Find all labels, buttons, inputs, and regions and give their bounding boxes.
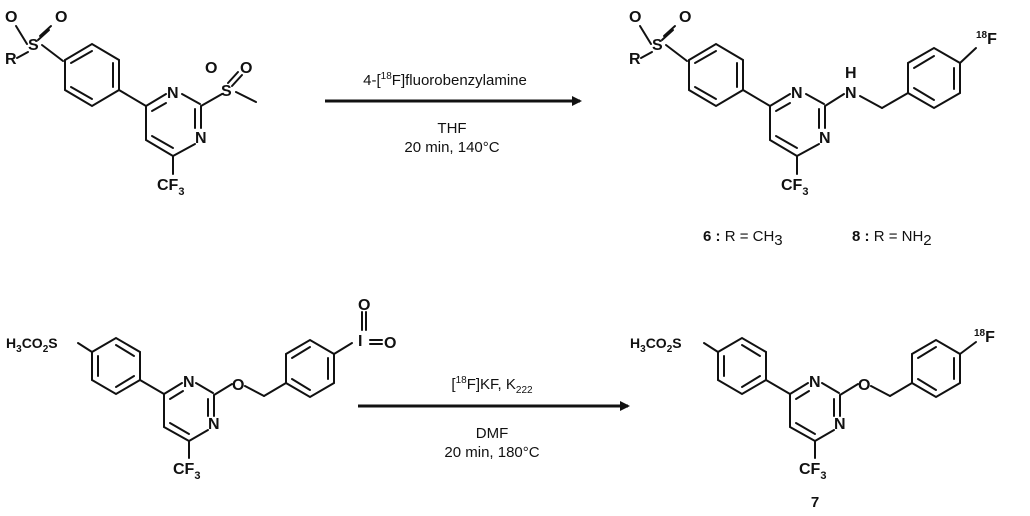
oxygen-label: O (679, 9, 691, 26)
conditions-label: 20 min, 140°C (404, 139, 499, 156)
ether-oxygen-label: O (232, 377, 244, 394)
compound-number: 6 (703, 228, 711, 245)
oxygen-label: O (55, 9, 67, 26)
oxygen-label: O (629, 9, 641, 26)
reactant-1-structure (15, 25, 257, 175)
oxygen-label: O (5, 9, 17, 26)
r-group-label: R (5, 51, 17, 68)
compound-8-label: 8 : R = NH2 (852, 228, 932, 249)
trifluoromethyl-label: CF3 (799, 461, 826, 482)
sulfur-label: S (28, 37, 39, 54)
product-2-structure (703, 336, 977, 459)
nitrogen-label: N (834, 416, 846, 433)
nitrogen-label: N (167, 85, 179, 102)
ether-oxygen-label: O (858, 377, 870, 394)
nitrogen-label: N (208, 416, 220, 433)
product-1-structure (639, 25, 977, 175)
solvent-label: DMF (476, 425, 509, 442)
conditions-label: 20 min, 180°C (444, 444, 539, 461)
oxygen-label: O (240, 60, 252, 77)
solvent-label: THF (437, 120, 466, 137)
amine-nitrogen-label: N (845, 85, 857, 102)
methylsulfonyl-label: H3CO2S (6, 335, 58, 355)
compound-6-label: 6 : R = CH3 (703, 228, 783, 249)
reagent-label: [18F]KF, K222 (451, 375, 533, 396)
oxygen-label: O (205, 60, 217, 77)
trifluoromethyl-label: CF3 (781, 177, 808, 198)
trifluoromethyl-label: CF3 (173, 461, 200, 482)
sulfur-label: S (221, 83, 232, 100)
iodine-label: I (358, 333, 362, 350)
methylsulfonyl-label: H3CO2S (630, 335, 682, 355)
amine-hydrogen-label: H (845, 65, 857, 82)
oxygen-label: O (384, 335, 396, 352)
fluorine-18-label: 18F (976, 30, 997, 48)
nitrogen-label: N (195, 130, 207, 147)
sulfur-label: S (652, 37, 663, 54)
reactant-2-structure (77, 311, 383, 459)
trifluoromethyl-label: CF3 (157, 177, 184, 198)
reagent-label: 4-[18F]fluorobenzylamine (363, 71, 527, 89)
r-group-label: R (629, 51, 641, 68)
nitrogen-label: N (809, 374, 821, 391)
nitrogen-label: N (791, 85, 803, 102)
compound-7-label: 7 (811, 494, 819, 511)
fluorine-18-label: 18F (974, 328, 995, 346)
oxygen-label: O (358, 297, 370, 314)
compound-number: 8 (852, 228, 860, 245)
nitrogen-label: N (819, 130, 831, 147)
nitrogen-label: N (183, 374, 195, 391)
